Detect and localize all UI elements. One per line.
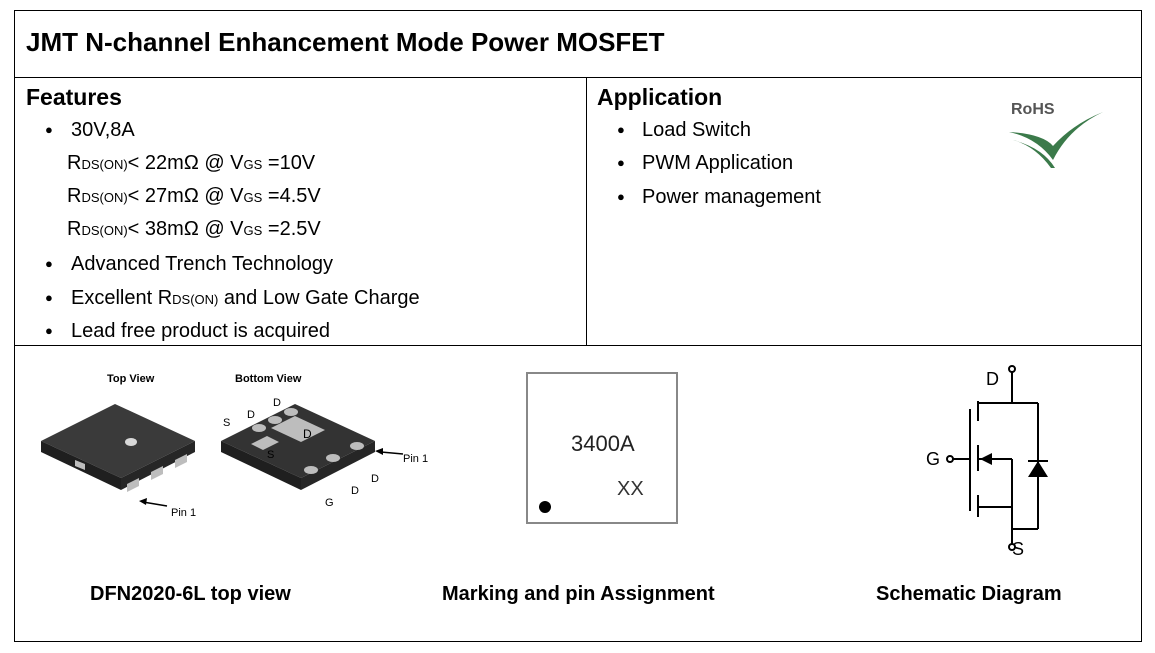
pad-label: S [223,417,230,429]
top-view-label: Top View [107,373,155,385]
rds-line-3: RDS(ON)< 38mΩ @ VGS =2.5V [67,218,321,240]
pin1-label: Pin 1 [171,507,196,519]
pin1-dot [539,501,551,513]
section-divider [15,345,1141,346]
pad-label: S [267,449,274,461]
pad-label: D [351,485,359,497]
feature-excellent: Excellent RDS(ON) and Low Gate Charge [71,287,420,309]
pad-label: D [371,473,379,485]
pad-label: D [303,427,312,441]
application-item: Load Switch [642,119,751,141]
bullet-icon: ● [45,256,53,271]
marking-lot: XX [617,478,644,500]
pad-label: D [247,409,255,421]
pad-label: D [273,397,281,409]
rds-line-2: RDS(ON)< 27mΩ @ VGS =4.5V [67,185,321,207]
features-cell: Features ● 30V,8A RDS(ON)< 22mΩ @ VGS =1… [15,78,587,345]
svg-text:RoHS: RoHS [1011,101,1055,118]
bottom-view-label: Bottom View [235,373,302,385]
page-title: JMT N-channel Enhancement Mode Power MOS… [26,27,665,57]
rds-line-1: RDS(ON)< 22mΩ @ VGS =10V [67,152,316,174]
application-heading: Application [597,84,723,110]
application-cell: Application ● Load Switch ● PWM Applicat… [587,78,1143,345]
bullet-icon: ● [45,290,53,305]
bullet-icon: ● [617,155,625,170]
pad-label: G [325,497,334,509]
feature-rating: 30V,8A [71,119,135,141]
marking-figure: 3400A XX [526,372,678,524]
bullet-icon: ● [45,122,53,137]
application-item: Power management [642,186,821,208]
marking-caption: Marking and pin Assignment [442,583,715,605]
datasheet-frame: JMT N-channel Enhancement Mode Power MOS… [14,10,1142,642]
pin1-label: Pin 1 [403,453,428,465]
marking-code: 3400A [571,431,635,456]
source-label: S [1012,539,1024,559]
rohs-logo: RoHS [1009,101,1103,168]
bullet-icon: ● [617,122,625,137]
schematic-figure: D G S [926,365,1048,559]
drain-label: D [986,369,999,389]
features-heading: Features [26,84,122,110]
schematic-caption: Schematic Diagram [876,583,1062,605]
bullet-icon: ● [617,189,625,204]
application-item: PWM Application [642,152,794,174]
feature-lead-free: Lead free product is acquired [71,320,331,342]
bullet-icon: ● [45,323,53,338]
package-figure: Top View Bottom View Pin 1 S D D D S D D… [41,373,428,519]
title-row: JMT N-channel Enhancement Mode Power MOS… [15,11,1141,78]
gate-label: G [926,449,940,469]
feature-trench: Advanced Trench Technology [71,253,334,275]
package-caption: DFN2020-6L top view [90,583,291,605]
